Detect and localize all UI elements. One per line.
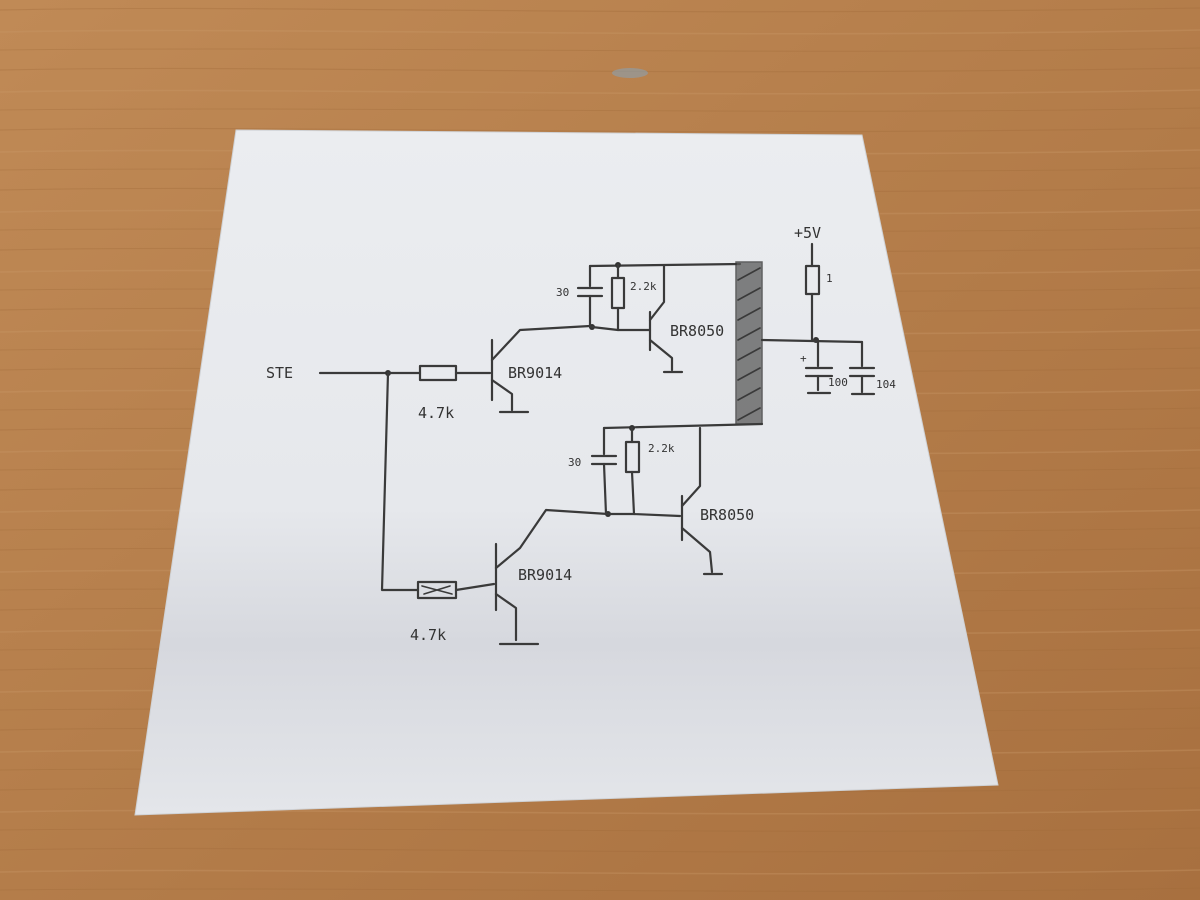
label-cap-ceramic: 104: [876, 378, 896, 391]
wire-left-vertical: [380, 371, 420, 592]
label-res-top: 2.2k: [630, 280, 657, 293]
transistor-q2-emitter: [494, 592, 518, 642]
label-res-bottom: 2.2k: [648, 442, 675, 455]
transistor-q4-emitter: [680, 526, 714, 574]
paper-sheet: [134, 129, 999, 816]
resistor-r2-scribble: [421, 585, 453, 595]
label-cap-top: 30: [556, 286, 569, 299]
transistor-q3-emitter: [648, 338, 674, 372]
desk-mark: [612, 68, 648, 78]
circuit-schematic: STE 4.7k BR9014 30 2.2k BR8050: [266, 224, 896, 646]
label-q4: BR8050: [700, 506, 754, 524]
wire-r2-to-q2: [454, 582, 496, 592]
label-q2: BR9014: [518, 566, 572, 584]
transistor-q1-collector: [490, 324, 592, 362]
transistor-q3-collector: [648, 264, 666, 322]
transistor-q1-emitter: [490, 378, 514, 412]
wire-supply-to-load: [760, 338, 864, 344]
label-supply-resistor: 1: [826, 272, 833, 285]
label-q1: BR9014: [508, 364, 562, 382]
transistor-q4-collector: [680, 426, 702, 508]
label-input: STE: [266, 364, 293, 382]
wire-rc-to-q3: [590, 325, 620, 332]
label-q3: BR8050: [670, 322, 724, 340]
wire-cap-bottom-down: [602, 462, 608, 516]
label-cap-plus: +: [800, 352, 807, 365]
transistor-q2-collector: [494, 508, 610, 570]
label-cap-elec: 100: [828, 376, 848, 389]
load-hatch: [737, 267, 761, 421]
label-cap-bottom: 30: [568, 456, 581, 469]
wire-top-rail: [588, 262, 742, 268]
label-supply: +5V: [794, 224, 821, 242]
label-r2: 4.7k: [410, 626, 446, 644]
label-r1: 4.7k: [418, 404, 454, 422]
